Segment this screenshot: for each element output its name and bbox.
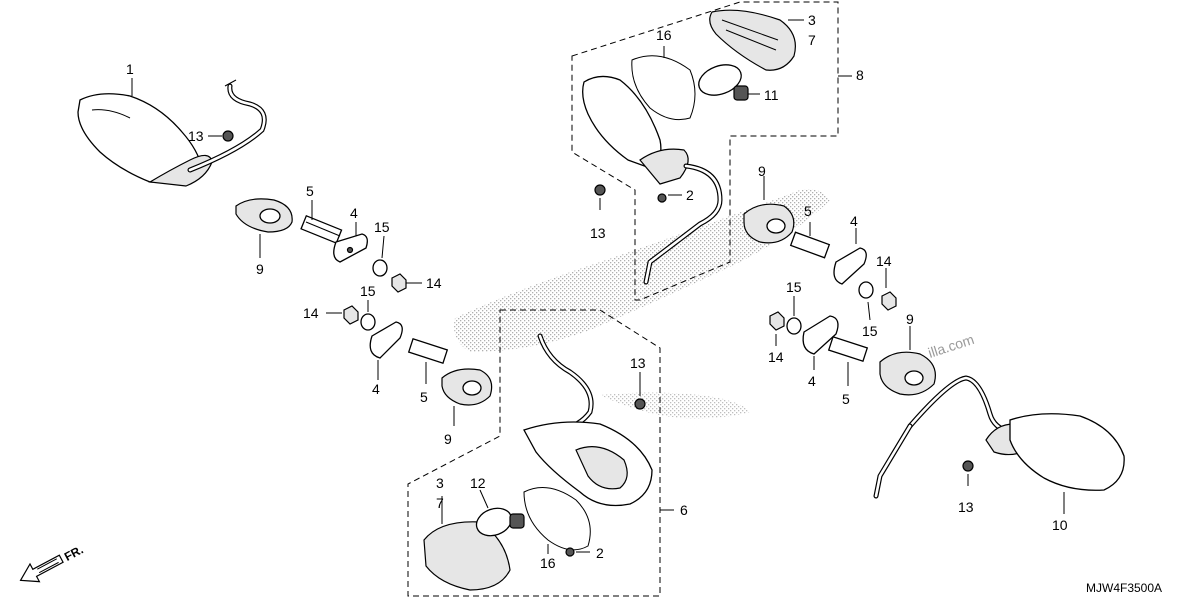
screw-13-a bbox=[222, 130, 234, 142]
washer-15-d bbox=[786, 317, 802, 335]
gasket-16-bottom bbox=[523, 487, 591, 551]
part-number-label: 9 bbox=[256, 261, 264, 277]
part-number-label: 5 bbox=[842, 391, 850, 407]
part-number-label: 15 bbox=[862, 323, 878, 339]
bolt-5-d bbox=[827, 335, 869, 363]
part-number-label: 6 bbox=[680, 502, 688, 518]
plate-4-d bbox=[802, 315, 839, 355]
part-number-label: 4 bbox=[808, 373, 816, 389]
part-number-label: 9 bbox=[444, 431, 452, 447]
lens-3-top bbox=[709, 9, 796, 71]
socket-9-d bbox=[879, 351, 936, 396]
screw-2-top bbox=[657, 193, 667, 203]
plate-4-b bbox=[369, 321, 403, 359]
lens-3-bottom bbox=[423, 521, 511, 591]
diagram-code: MJW4F3500A bbox=[1086, 581, 1162, 595]
part-number-label: 2 bbox=[596, 545, 604, 561]
svg-text:FR.: FR. bbox=[62, 542, 86, 563]
part-number-label: 5 bbox=[804, 203, 812, 219]
part-number-label: 14 bbox=[876, 253, 892, 269]
socket-9-c bbox=[743, 203, 795, 244]
part-number-label: 7 bbox=[436, 495, 444, 511]
part-number-label: 13 bbox=[630, 355, 646, 371]
washer-15-c bbox=[858, 281, 874, 299]
part-number-label: 15 bbox=[374, 219, 390, 235]
screw-13-d bbox=[962, 460, 974, 472]
part-number-label: 5 bbox=[420, 389, 428, 405]
part-number-label: 9 bbox=[758, 163, 766, 179]
part-number-label: 3 bbox=[808, 12, 816, 28]
part-number-label: 3 bbox=[436, 475, 444, 491]
stipple-band bbox=[454, 189, 830, 352]
part-number-label: 13 bbox=[188, 128, 204, 144]
turn-signal-housing-top bbox=[582, 75, 723, 285]
screw-2-bottom bbox=[565, 547, 575, 557]
nut-14-a bbox=[391, 273, 407, 293]
part-number-label: 11 bbox=[764, 87, 779, 103]
nut-14-b bbox=[343, 305, 359, 325]
part-number-label: 4 bbox=[350, 205, 358, 221]
part-number-label: 16 bbox=[540, 555, 556, 571]
socket-9-b bbox=[441, 368, 493, 406]
nut-14-d bbox=[769, 311, 785, 331]
front-direction-arrow: FR. bbox=[19, 542, 86, 583]
part-number-label: 2 bbox=[686, 187, 694, 203]
screw-13-b bbox=[594, 184, 606, 196]
watermark-text: illa.com bbox=[926, 331, 976, 361]
part-number-label: 7 bbox=[808, 32, 816, 48]
part-number-label: 9 bbox=[906, 311, 914, 327]
part-number-label: 12 bbox=[470, 475, 486, 491]
turn-signal-housing-bottom bbox=[523, 333, 653, 507]
part-number-label: 4 bbox=[372, 381, 380, 397]
part-number-label: 13 bbox=[590, 225, 606, 241]
turn-signal-10 bbox=[873, 375, 1125, 499]
plate-4-c bbox=[833, 247, 867, 285]
part-number-label: 14 bbox=[768, 349, 784, 365]
part-number-label: 10 bbox=[1052, 517, 1068, 533]
bolt-5-b bbox=[407, 337, 449, 365]
part-number-label: 13 bbox=[958, 499, 974, 515]
part-number-label: 4 bbox=[850, 213, 858, 229]
part-number-label: 16 bbox=[656, 27, 672, 43]
bolt-5-c bbox=[789, 231, 831, 259]
part-number-label: 14 bbox=[303, 305, 319, 321]
bolt-5-a bbox=[300, 214, 343, 244]
socket-9-a bbox=[235, 198, 293, 233]
bulb-12 bbox=[475, 507, 525, 537]
part-number-label: 8 bbox=[856, 67, 864, 83]
screw-13-c bbox=[634, 398, 646, 410]
part-number-label: 14 bbox=[426, 275, 442, 291]
turn-signal-1 bbox=[77, 79, 267, 187]
part-number-label: 1 bbox=[126, 61, 134, 77]
nut-14-c bbox=[881, 291, 897, 311]
washer-15-a bbox=[372, 259, 388, 277]
part-number-label: 15 bbox=[360, 283, 376, 299]
part-number-label: 5 bbox=[306, 183, 314, 199]
stipple-band-lower bbox=[600, 392, 750, 419]
washer-15-b bbox=[360, 313, 376, 331]
group-box-6 bbox=[407, 309, 661, 597]
part-number-label: 15 bbox=[786, 279, 802, 295]
bulb-11 bbox=[698, 64, 749, 101]
group-box-8 bbox=[571, 1, 839, 301]
gasket-16-top bbox=[631, 55, 696, 121]
